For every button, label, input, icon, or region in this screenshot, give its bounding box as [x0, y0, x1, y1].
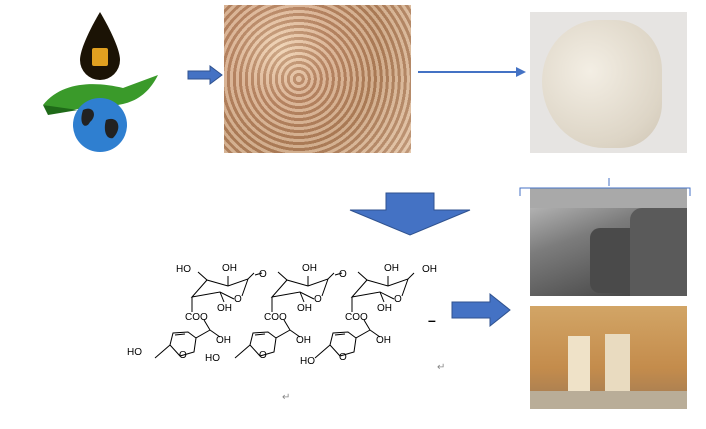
structure-label: OH [302, 263, 317, 274]
structure-label: HO [176, 264, 191, 275]
structure-label: OH [377, 303, 392, 314]
structure-label: COO [264, 312, 287, 323]
structure-labels: HO OH O OH O OH OH O O O OH OH OH COO CO… [127, 263, 445, 403]
structure-label: HO [300, 356, 315, 367]
structure-label: O [339, 352, 347, 363]
structure-label: O [394, 294, 402, 305]
polysaccharide-structure [154, 271, 415, 359]
structure-label: OH [384, 263, 399, 274]
gum-powder-photo [530, 12, 687, 153]
oil-hand-globe-logo [38, 10, 162, 152]
structure-label: HO [127, 347, 142, 358]
structure-label: OH [217, 303, 232, 314]
structure-label: OH [222, 263, 237, 274]
structure-label: OH [376, 335, 391, 346]
wooden-panel-house-photo [530, 306, 687, 409]
structure-label: OH [422, 264, 437, 275]
structure-label: O [314, 294, 322, 305]
structure-label: COO [185, 312, 208, 323]
structure-label: O [234, 294, 242, 305]
structure-label: OH [216, 335, 231, 346]
structure-label: O [259, 269, 267, 280]
arrow-right-2 [418, 67, 526, 77]
structure-label: OH [296, 335, 311, 346]
bracket-mark [519, 178, 691, 196]
structure-label: O [339, 269, 347, 280]
structure-label: – [428, 312, 436, 328]
arrow-right-1 [187, 65, 223, 85]
structure-label: O [179, 350, 187, 361]
gum-granules-photo [224, 5, 411, 153]
structure-label: ↵ [437, 362, 445, 373]
arrow-down [349, 192, 471, 236]
car-interior-photo [530, 188, 687, 296]
structure-label: ↵ [282, 392, 290, 403]
structure-label: COO [345, 312, 368, 323]
structure-label: O [259, 350, 267, 361]
structure-label: HO [205, 353, 220, 364]
arrow-right-3 [451, 292, 511, 328]
structure-label: OH [297, 303, 312, 314]
